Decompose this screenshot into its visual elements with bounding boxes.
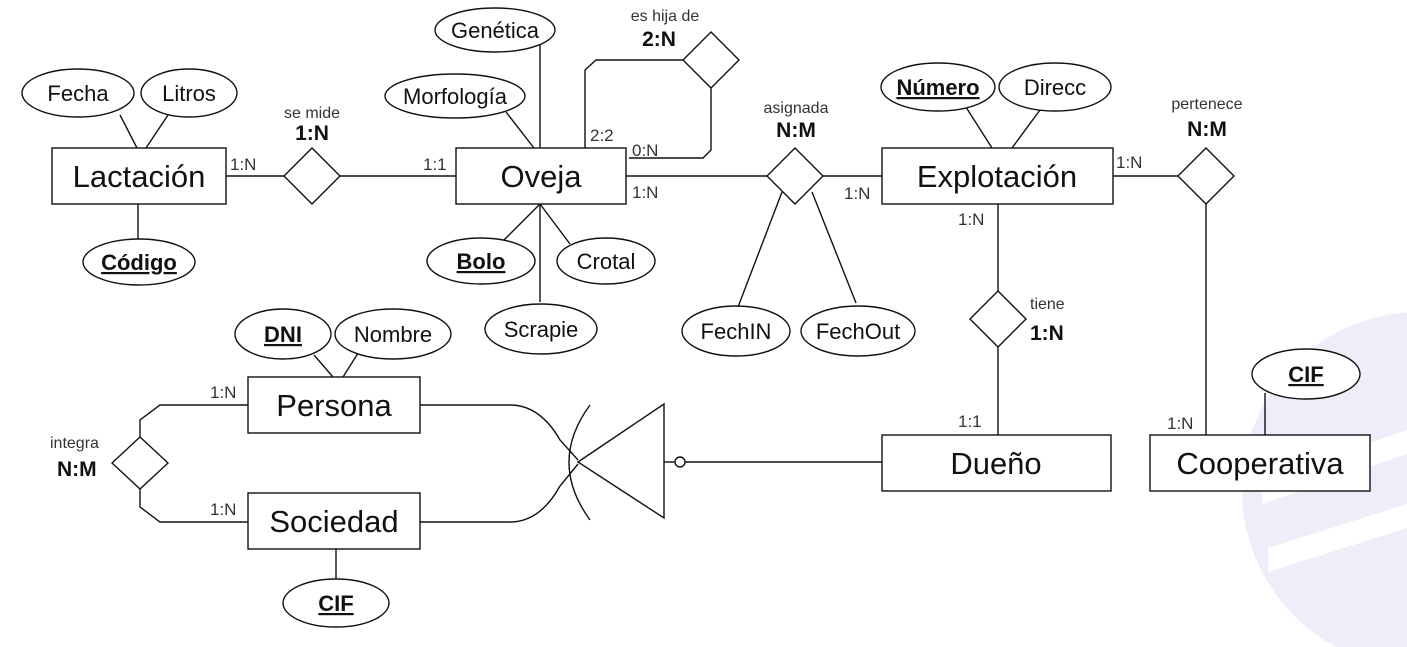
attribute-fechout: FechOut [800,305,916,357]
entity-oveja: Oveja [455,147,627,205]
relationship-es-hija-de-card: 2:N [642,28,676,51]
attribute-morfologia-label: Morfología [403,84,508,109]
relationship-integra-card: N:M [57,458,97,481]
entity-oveja-label: Oveja [501,159,583,194]
relationship-integra: integra N:M [50,435,170,490]
attribute-codigo-label: Código [101,250,177,275]
connector-lines [119,44,1266,579]
entity-cooperativa: Cooperativa [1149,434,1371,492]
attribute-cif-cooperativa-label: CIF [1288,362,1323,387]
card-oveja-asignada: 1:N [632,183,658,202]
card-explotacion-pertenece: 1:N [1116,153,1142,172]
attribute-nombre: Nombre [334,308,452,360]
relationship-se-mide: se mide 1:N [283,105,341,205]
attribute-morfologia: Morfología [384,73,526,119]
attribute-bolo-label: Bolo [457,249,506,274]
relationship-tiene-card: 1:N [1030,322,1064,345]
relationship-asignada-card: N:M [776,119,816,142]
entity-cooperativa-label: Cooperativa [1176,446,1344,481]
card-explotacion-tiene: 1:N [958,210,984,229]
relationship-asignada: asignada N:M [764,100,829,205]
entity-persona-label: Persona [276,388,392,423]
entity-sociedad-label: Sociedad [269,504,398,539]
relationship-tiene-name: tiene [1030,296,1065,313]
attribute-dni: DNI [234,308,332,360]
card-persona-integra: 1:N [210,383,236,402]
card-oveja-hija-b: 0:N [632,141,658,160]
attribute-cif-sociedad-label: CIF [318,591,353,616]
cardinality-labels: 1:N 1:1 2:2 0:N 1:N 1:N 1:N 1:N 1:1 1:N … [210,126,1193,519]
attribute-scrapie-label: Scrapie [504,317,579,342]
card-sociedad-integra: 1:N [210,500,236,519]
attribute-crotal-label: Crotal [577,249,636,274]
relationship-tiene: tiene 1:N [969,290,1065,348]
attribute-litros-label: Litros [162,81,216,106]
entity-explotacion: Explotación [881,147,1114,205]
attribute-fecha: Fecha [21,68,135,118]
entity-explotacion-label: Explotación [917,159,1077,194]
attribute-codigo: Código [82,238,196,286]
attribute-cif-cooperativa: CIF [1251,348,1361,400]
attribute-scrapie: Scrapie [484,303,598,355]
attribute-litros: Litros [140,68,238,118]
relationship-es-hija-de: es hija de 2:N [631,8,740,89]
relationship-pertenece: pertenece N:M [1171,96,1243,205]
attribute-dni-label: DNI [264,322,302,347]
card-dueno-tiene: 1:1 [958,412,982,431]
attribute-genetica: Genética [434,7,556,53]
relationship-pertenece-name: pertenece [1171,96,1242,113]
attribute-direcc-label: Direcc [1024,75,1086,100]
attribute-crotal: Crotal [556,237,656,285]
relationship-pertenece-card: N:M [1187,118,1227,141]
attribute-fecha-label: Fecha [47,81,109,106]
attribute-fechin: FechIN [681,305,791,357]
entity-dueno: Dueño [881,434,1112,492]
attribute-nombre-label: Nombre [354,322,432,347]
relationship-se-mide-name: se mide [284,105,340,122]
attribute-cif-sociedad: CIF [282,578,390,628]
attribute-fechin-label: FechIN [701,319,772,344]
entity-lactacion-label: Lactación [73,159,206,194]
attribute-numero-label: Número [896,75,979,100]
entity-lactacion: Lactación [51,147,227,205]
entity-persona: Persona [247,376,421,434]
relationship-asignada-name: asignada [764,100,829,117]
entity-dueno-label: Dueño [950,446,1041,481]
attribute-fechout-label: FechOut [816,319,900,344]
attribute-numero: Número [880,62,996,112]
card-oveja-hija-a: 2:2 [590,126,614,145]
card-explotacion-asignada: 1:N [844,184,870,203]
relationship-integra-name: integra [50,435,99,452]
card-oveja-se-mide: 1:1 [423,155,447,174]
card-lactacion-se-mide: 1:N [230,155,256,174]
attribute-genetica-label: Genética [451,18,540,43]
entity-sociedad: Sociedad [247,492,421,550]
relationship-es-hija-de-name: es hija de [631,8,700,25]
relationship-se-mide-card: 1:N [295,122,329,145]
attribute-bolo: Bolo [426,237,536,285]
card-cooperativa-pertenece: 1:N [1167,414,1193,433]
attribute-direcc: Direcc [998,62,1112,112]
